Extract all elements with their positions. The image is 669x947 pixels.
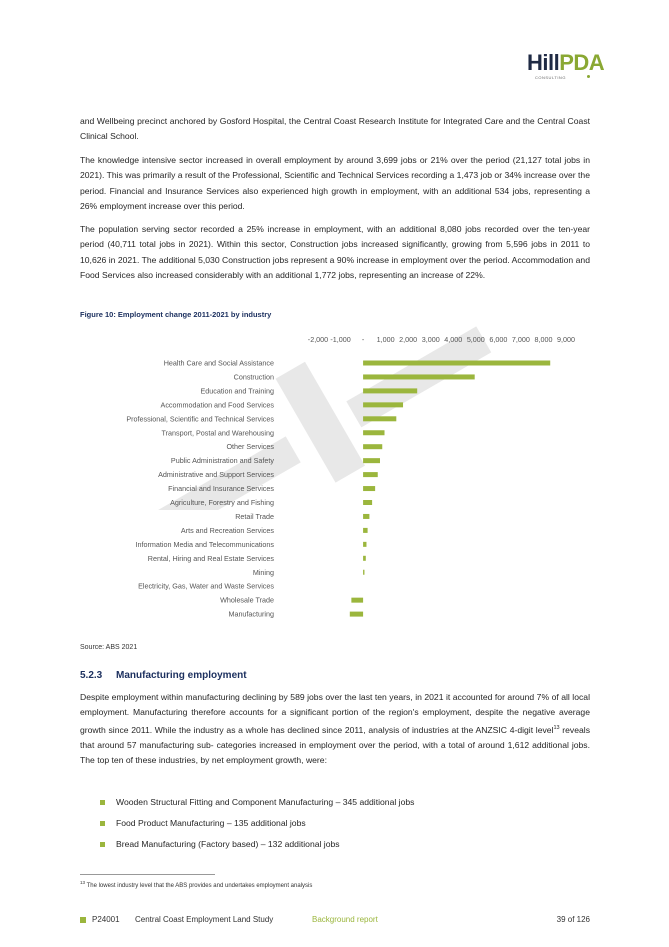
- paragraph-manufacturing-part2: reveals that around 57 manufacturing sub…: [80, 724, 590, 766]
- bar: [363, 430, 385, 436]
- category-label: Manufacturing: [228, 610, 274, 619]
- bar: [363, 388, 418, 394]
- bar: [363, 360, 551, 366]
- bar: [363, 402, 404, 408]
- bullet-square-icon: [100, 800, 105, 805]
- category-label: Education and Training: [200, 386, 274, 395]
- figure-title: Figure 10: Employment change 2011-2021 b…: [80, 310, 272, 319]
- footnote-reference: 13: [553, 724, 560, 731]
- list-item: Food Product Manufacturing – 135 additio…: [100, 813, 414, 834]
- bullet-square-icon: [100, 821, 105, 826]
- section-number: 5.2.3: [80, 670, 103, 681]
- list-item-text: Food Product Manufacturing – 135 additio…: [116, 818, 306, 828]
- footnote: 13 The lowest industry level that the AB…: [80, 880, 312, 889]
- bullet-square-icon: [100, 842, 105, 847]
- footnote-divider: [80, 874, 215, 875]
- footer-square-icon: [80, 917, 86, 923]
- list-item: Bread Manufacturing (Factory based) – 13…: [100, 834, 414, 855]
- bar: [363, 569, 365, 575]
- x-tick-label: 8,000: [534, 335, 552, 344]
- category-label: Construction: [234, 372, 274, 381]
- bar: [363, 541, 367, 547]
- bar: [363, 500, 373, 505]
- category-label: Rental, Hiring and Real Estate Services: [148, 554, 275, 563]
- footer-page-number: 39 of 126: [556, 915, 590, 924]
- x-tick-label: 5,000: [467, 335, 485, 344]
- footnote-number: 13: [80, 880, 86, 885]
- category-label: Electricity, Gas, Water and Waste Servic…: [138, 582, 274, 591]
- category-label: Wholesale Trade: [220, 596, 274, 605]
- logo-dot-icon: [587, 75, 590, 78]
- x-tick-label: -2,000: [308, 335, 328, 344]
- x-tick-label: 6,000: [489, 335, 507, 344]
- bar: [363, 374, 475, 380]
- x-tick-label: 7,000: [512, 335, 530, 344]
- logo-pda-text: PDA: [559, 50, 605, 75]
- paragraph-knowledge-intensive: The knowledge intensive sector increased…: [80, 155, 590, 212]
- list-item-text: Bread Manufacturing (Factory based) – 13…: [116, 839, 340, 849]
- x-tick-label: 9,000: [557, 335, 575, 344]
- bar: [349, 611, 364, 617]
- paragraph-manufacturing: Despite employment within manufacturing …: [80, 690, 590, 769]
- manufacturing-bullet-list: Wooden Structural Fitting and Component …: [100, 792, 414, 855]
- category-label: Arts and Recreation Services: [181, 526, 274, 535]
- section-heading: 5.2.3 Manufacturing employment: [80, 670, 247, 681]
- figure-source: Source: ABS 2021: [80, 644, 138, 651]
- bar: [363, 555, 366, 561]
- section-title: Manufacturing employment: [116, 670, 247, 681]
- bar: [363, 527, 368, 533]
- paragraph-wellbeing-precinct: and Wellbeing precinct anchored by Gosfo…: [80, 116, 590, 142]
- logo-hill-text: Hill: [527, 50, 560, 75]
- category-label: Health Care and Social Assistance: [164, 359, 274, 368]
- logo-tagline: CONSULTING: [535, 75, 566, 80]
- footer-project-code: P24001: [92, 915, 120, 924]
- paragraph-population-serving: The population serving sector recorded a…: [80, 224, 590, 281]
- category-label: Administrative and Support Services: [158, 470, 274, 479]
- bar: [363, 486, 376, 492]
- footer-document-title: Central Coast Employment Land Study: [135, 915, 274, 924]
- category-label: Public Administration and Safety: [171, 456, 274, 465]
- paragraph-manufacturing-part1: Despite employment within manufacturing …: [80, 692, 590, 735]
- x-tick-label: 1,000: [377, 335, 395, 344]
- category-label: Financial and Insurance Services: [168, 484, 274, 493]
- list-item-text: Wooden Structural Fitting and Component …: [116, 797, 415, 807]
- hillpda-logo: HillPDA CONSULTING: [527, 50, 627, 84]
- category-label: Mining: [253, 568, 274, 577]
- page-footer: P24001 Central Coast Employment Land Stu…: [80, 915, 590, 929]
- category-label: Professional, Scientific and Technical S…: [126, 414, 274, 423]
- category-label: Transport, Postal and Warehousing: [161, 428, 274, 437]
- bar: [363, 458, 380, 464]
- bar: [363, 416, 397, 422]
- category-label: Information Media and Telecommunications: [136, 540, 275, 549]
- x-tick-label: -: [362, 335, 365, 344]
- bar: [351, 597, 364, 603]
- x-tick-label: 2,000: [399, 335, 417, 344]
- category-label: Retail Trade: [235, 512, 274, 521]
- bar: [363, 444, 383, 450]
- category-label: Agriculture, Forestry and Fishing: [170, 498, 274, 507]
- category-label: Other Services: [226, 442, 274, 451]
- x-tick-label: 3,000: [422, 335, 440, 344]
- x-tick-label: 4,000: [444, 335, 462, 344]
- logo-wordmark: HillPDA: [527, 50, 605, 76]
- footnote-text: The lowest industry level that the ABS p…: [85, 883, 313, 889]
- category-label: Accommodation and Food Services: [161, 400, 275, 409]
- bar: [363, 472, 378, 478]
- list-item: Wooden Structural Fitting and Component …: [100, 792, 414, 813]
- bar: [363, 513, 370, 519]
- footer-report-type: Background report: [312, 915, 378, 924]
- x-tick-label: -1,000: [330, 335, 350, 344]
